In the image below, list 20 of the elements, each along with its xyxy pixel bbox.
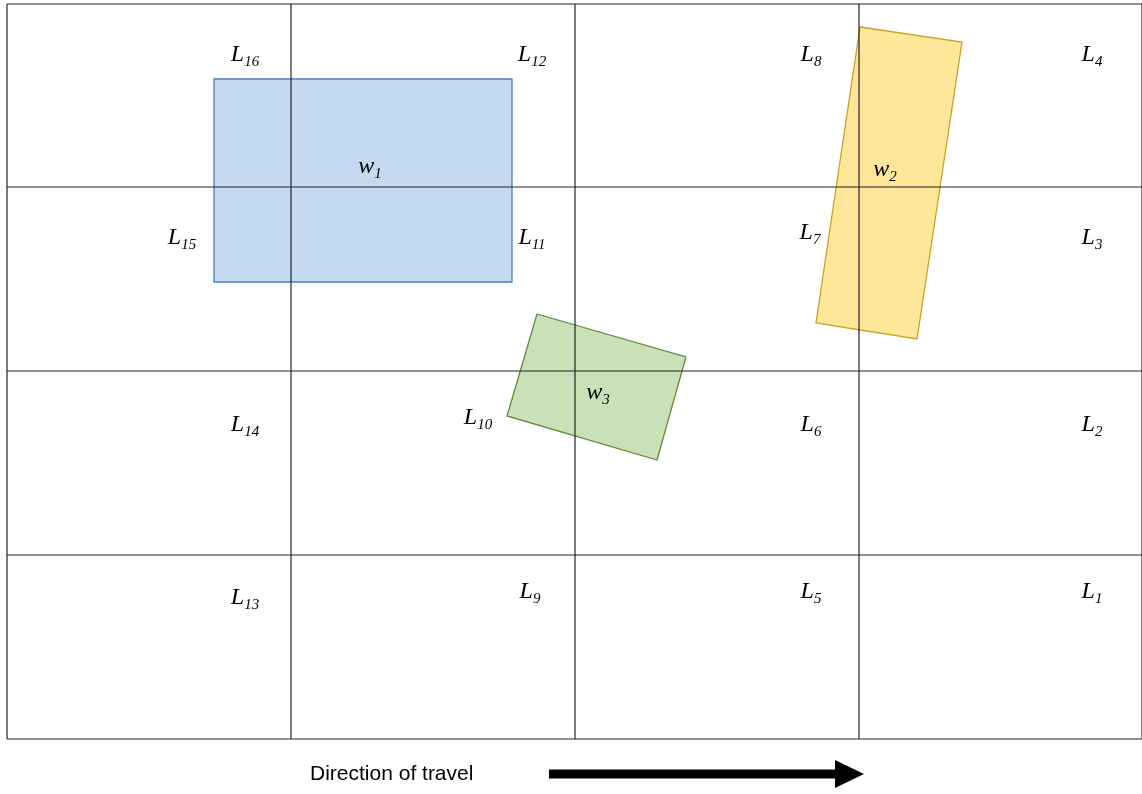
cell-label: L$_{15}$ [167,223,197,253]
cell-label: L$_{6}$ [800,410,822,440]
cell-label: L$_{9}$ [519,577,541,607]
cell-label: L$_{8}$ [800,40,822,70]
cell-label: L$_{10}$ [463,403,493,433]
cell-label: L$_{1}$ [1081,577,1103,607]
region-label: w$_{2}$ [873,155,897,185]
cell-label: L$_{14}$ [230,410,260,440]
cell-label: L$_{5}$ [800,577,822,607]
cell-label: L$_{4}$ [1081,40,1103,70]
cell-label: L$_{12}$ [517,40,547,70]
cell-label: L$_{11}$ [518,223,546,253]
region-label: w$_{3}$ [586,378,610,408]
cell-label: L$_{3}$ [1081,223,1103,253]
region-label: w$_{1}$ [358,152,382,182]
cell-label: L$_{2}$ [1081,410,1103,440]
cell-label: L$_{16}$ [230,40,260,70]
direction-label: Direction of travel [310,761,474,785]
cell-label: L$_{13}$ [230,583,260,613]
cell-label: L$_{7}$ [799,218,821,248]
